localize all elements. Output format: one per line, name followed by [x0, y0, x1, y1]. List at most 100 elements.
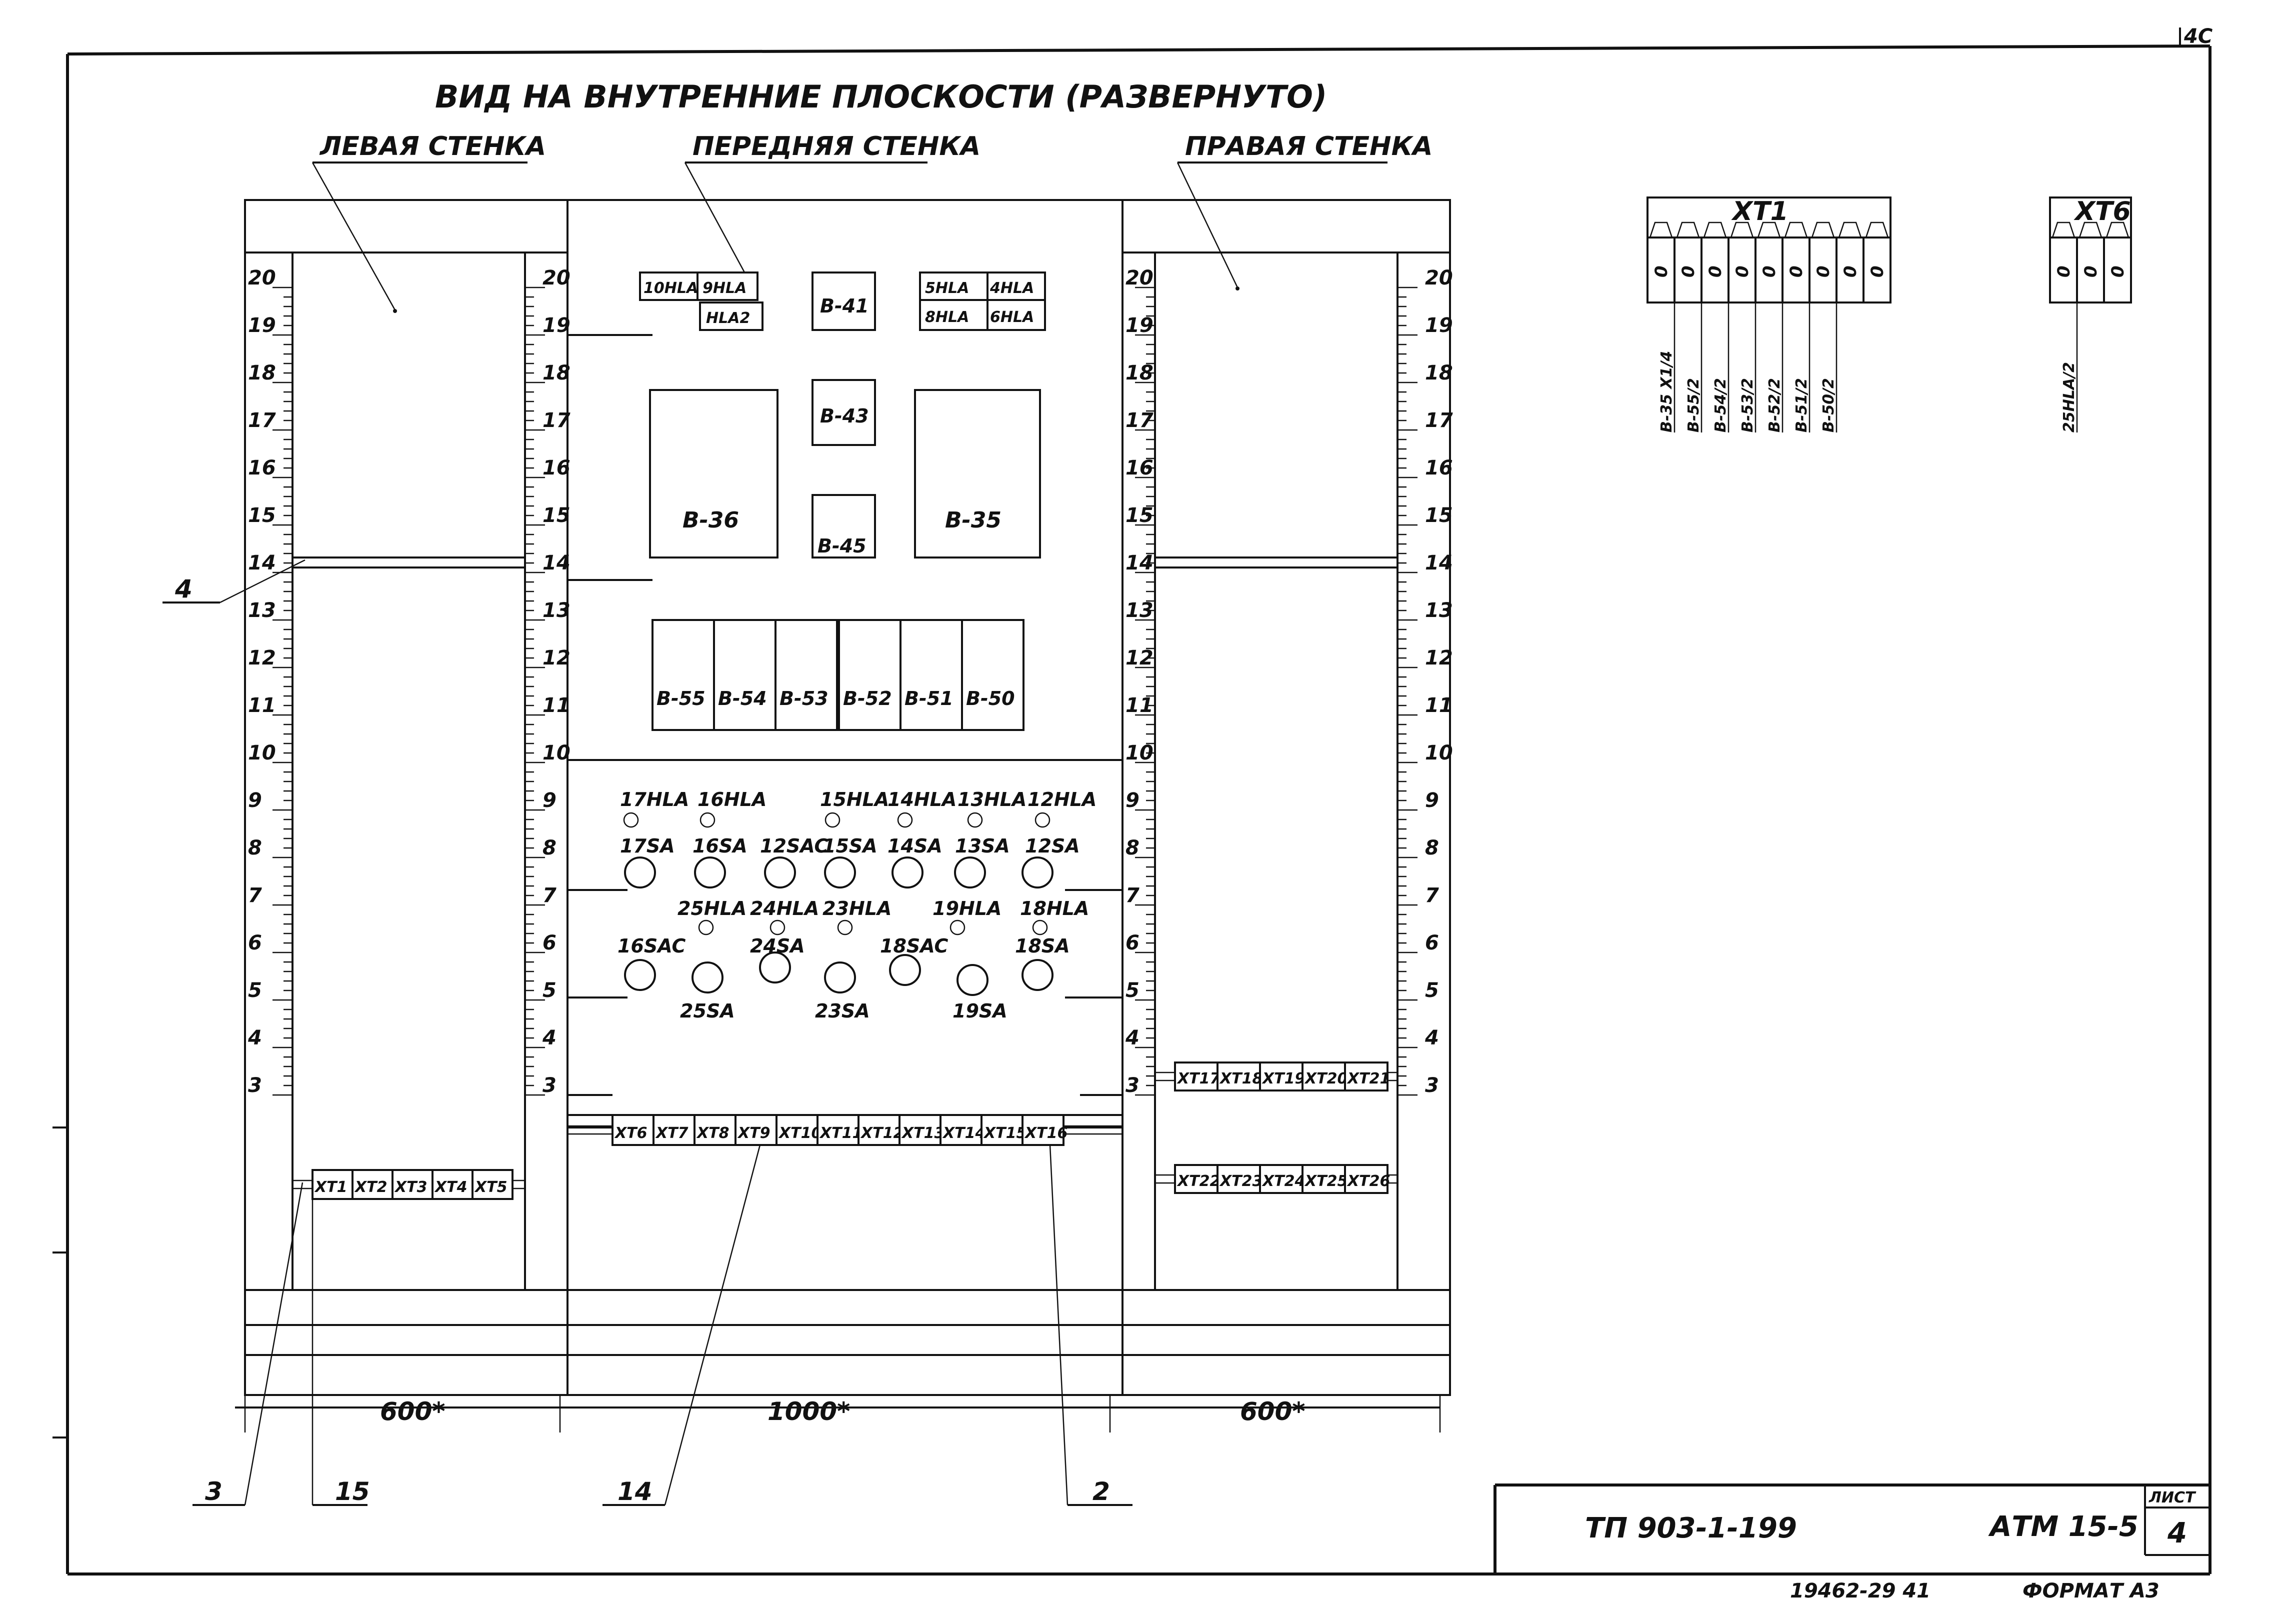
terminal-label: XT1: [314, 1178, 347, 1196]
callouts: [162, 559, 1132, 1506]
indicator-lamp: [1034, 812, 1050, 828]
scale-mark-label: 10: [248, 742, 276, 764]
terminal-cell: 0: [1840, 266, 1860, 278]
scale-mark-label: 17: [1126, 409, 1154, 432]
scale-mark-label: 10: [1425, 742, 1453, 764]
switch-label: 12SAC: [760, 835, 828, 857]
scale-mark-label: 17: [248, 409, 276, 432]
scale-strip-wall-right-inner: [1122, 252, 1156, 1291]
terminal-label: XT14: [942, 1124, 986, 1142]
lamp-label: 19HLA: [932, 898, 1002, 920]
switch-label: 17SA: [620, 835, 675, 857]
terminal-block: [1344, 1164, 1388, 1194]
terminal-cell: 0: [1786, 266, 1806, 278]
switch-label: 18SA: [1015, 935, 1070, 957]
meter-box: [961, 619, 1024, 731]
scale-mark-label: 10: [542, 742, 570, 764]
terminal-cell: 0: [1814, 266, 1834, 278]
terminal-block: [472, 1169, 514, 1200]
terminal-cap: [2106, 222, 2130, 238]
terminal-block: [612, 1114, 654, 1146]
scale-mark-label: 6: [248, 932, 262, 954]
indicator-lamp: [1032, 920, 1048, 936]
switch-knob: [624, 959, 656, 991]
wire-label: В-35 X1/4: [1658, 351, 1676, 432]
scale-mark-label: 9: [1126, 789, 1140, 812]
lamp-label: 13HLA: [958, 788, 1026, 810]
terminal-cap: [1838, 222, 1862, 238]
indicator-lamp: [837, 920, 853, 936]
terminal-label: XT18: [1219, 1070, 1262, 1088]
scale-mark-label: 11: [248, 694, 276, 717]
terminal-cap: [1730, 222, 1754, 238]
indicator-lamp: [897, 812, 913, 828]
scale-mark-label: 6: [542, 932, 556, 954]
switch-label: 16SAC: [618, 935, 686, 957]
callout-14: 14: [618, 1477, 652, 1506]
left-wall-label: ЛЕВАЯ СТЕНКА: [319, 132, 546, 162]
switch-knob: [954, 856, 986, 888]
scale-mark-label: 11: [542, 694, 570, 717]
switch-label: 14SA: [888, 835, 942, 857]
switch-knob: [1022, 959, 1054, 991]
scale-mark-label: 11: [1425, 694, 1453, 717]
scale-mark-label: 12: [542, 646, 570, 670]
indicator-lamp: [700, 812, 716, 828]
terminal-block: [1174, 1164, 1218, 1194]
switch-knob: [694, 856, 726, 888]
switch-label: 12SA: [1025, 835, 1080, 857]
dimension-line: [235, 1395, 1441, 1432]
terminal-cap: [1811, 222, 1835, 238]
device-b43: В-43: [820, 405, 869, 427]
scale-mark-label: 15: [1126, 504, 1154, 527]
terminal-label: XT10: [778, 1124, 822, 1142]
lamp-label: 24HLA: [750, 898, 819, 920]
scale-mark-label: 7: [542, 884, 556, 907]
scale-mark-label: 14: [542, 552, 570, 574]
terminal-cell: 0: [1678, 266, 1698, 278]
scale-mark-label: 16: [1126, 456, 1154, 480]
callout-3: 3: [205, 1477, 222, 1506]
wire-label: В-51/2: [1793, 378, 1810, 432]
terminal-cell: 0: [1706, 266, 1726, 278]
terminal-block: [694, 1114, 736, 1146]
dim-left: 600*: [380, 1397, 446, 1426]
terminal-cap: [1757, 222, 1781, 238]
meter-label: В-50: [966, 688, 1015, 710]
scale-strip-wall-left-inner: [524, 252, 568, 1291]
scale-mark-label: 15: [542, 504, 570, 527]
scale-mark-label: 14: [1126, 552, 1154, 574]
lamp-5hla: 5HLA: [925, 280, 969, 297]
terminal-block: [432, 1169, 474, 1200]
scale-mark-label: 11: [1126, 694, 1154, 717]
switch-knob: [1022, 856, 1054, 888]
scale-mark-label: 19: [1425, 314, 1453, 337]
terminal-cell: 0: [2054, 266, 2074, 278]
xt1-label: XT1: [1731, 196, 1788, 226]
scale-mark-label: 14: [248, 552, 276, 574]
terminal-label: XT20: [1304, 1070, 1348, 1088]
sheet-frame: [52, 28, 2212, 1576]
meter-label: В-55: [656, 688, 706, 710]
terminal-cell: 0: [2081, 266, 2101, 278]
dim-right: 600*: [1240, 1397, 1306, 1426]
scale-mark-label: 5: [1126, 979, 1140, 1002]
terminal-cell: 0: [1732, 266, 1752, 278]
scale-mark-label: 17: [1425, 409, 1453, 432]
scale-mark-label: 7: [1126, 884, 1140, 907]
terminal-label: XT22: [1176, 1172, 1220, 1190]
switch-knob: [624, 856, 656, 888]
scale-mark-label: 9: [1425, 789, 1439, 812]
album-code: АТМ 15-5: [1988, 1510, 2138, 1543]
terminal-label: XT25: [1304, 1172, 1348, 1190]
callout-2: 2: [1092, 1477, 1110, 1506]
terminal-block: [980, 1114, 1024, 1146]
scale-mark-label: 9: [542, 789, 556, 812]
switch-label: 25SA: [680, 1000, 735, 1022]
terminal-cap: [1676, 222, 1700, 238]
meter-label: В-52: [843, 688, 892, 710]
scale-mark-label: 20: [1425, 266, 1453, 290]
scale-mark-label: 3: [248, 1074, 262, 1097]
